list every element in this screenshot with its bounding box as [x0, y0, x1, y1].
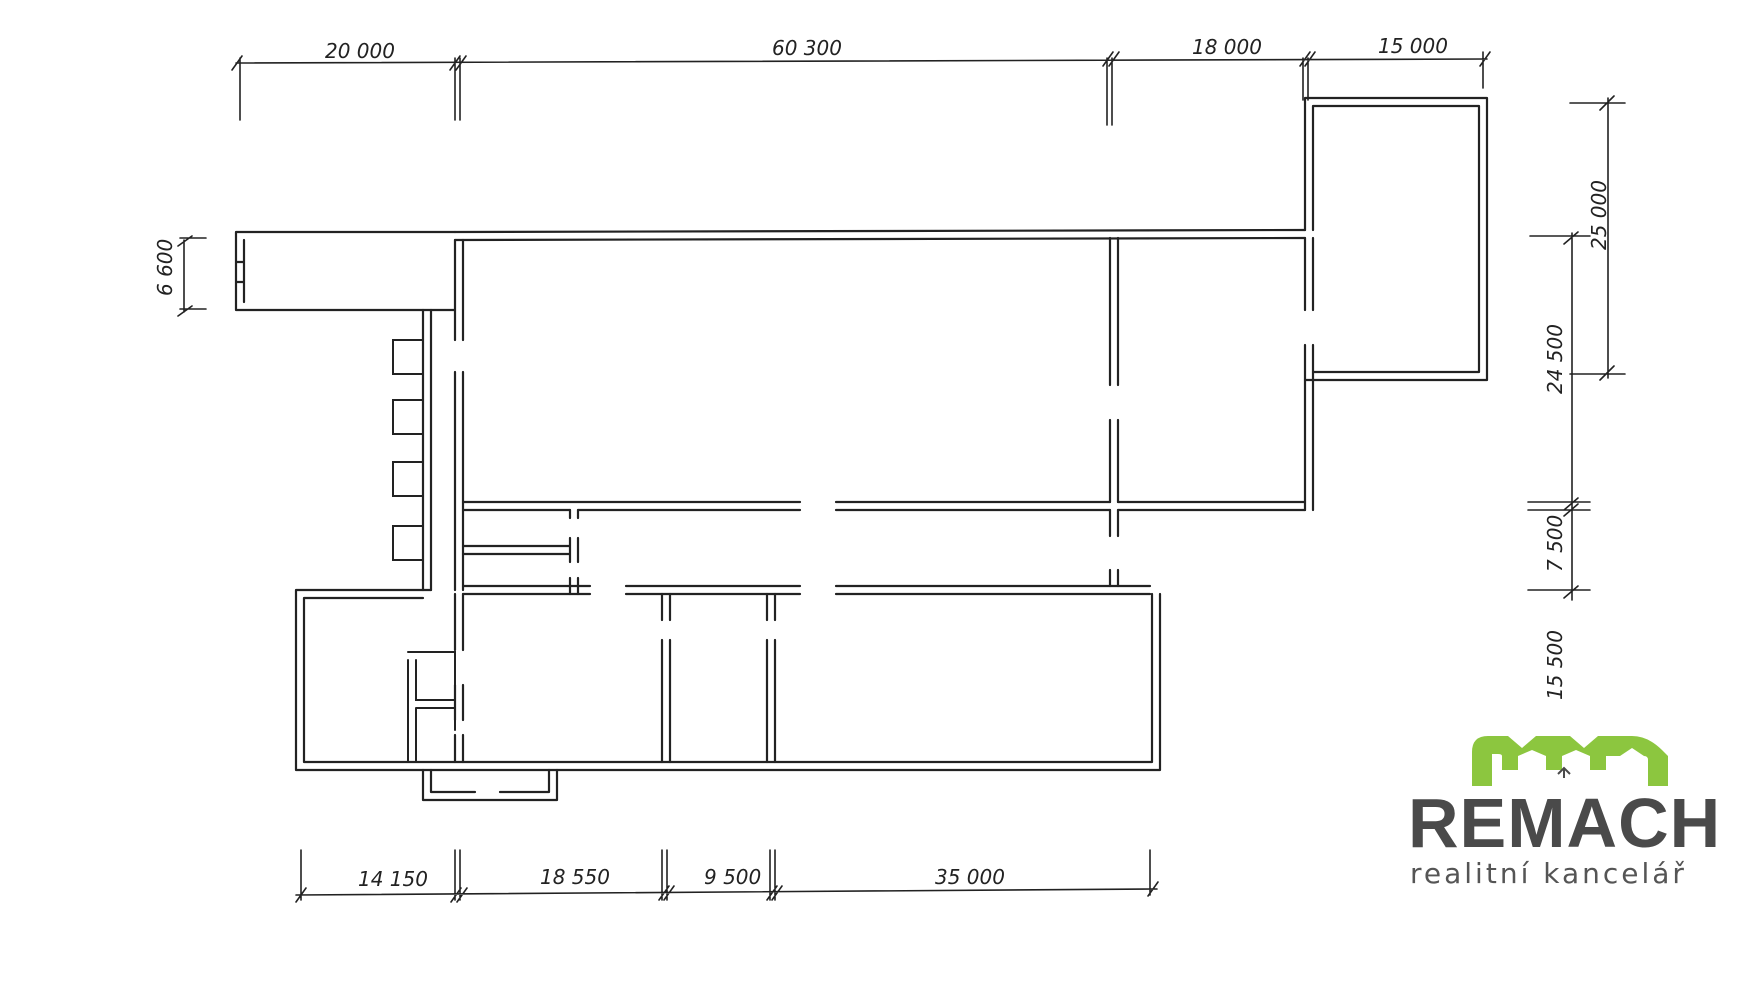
bottom-interior-walls: [453, 592, 777, 764]
dim-top-4: 15 000: [1378, 34, 1448, 58]
brand-name: REMACH: [1408, 784, 1722, 862]
dim-bottom-3: 9 500: [704, 865, 761, 889]
dim-left-1: 6 600: [153, 239, 177, 296]
main-top-wall: [453, 228, 1307, 242]
right-inner-dimension-line: [1527, 231, 1591, 601]
building-walls: [234, 96, 1489, 802]
entrance-wall: [421, 768, 559, 802]
right-outer-dimension-line: [1569, 95, 1626, 381]
left-dimension-line: [177, 235, 207, 317]
partition-upper: [461, 500, 1307, 512]
corridor-boxes: [392, 339, 424, 561]
left-wing-wall: [234, 230, 457, 312]
dim-bottom-4: 35 000: [935, 865, 1005, 889]
dim-bottom-1: 14 150: [358, 867, 428, 891]
bottom-small-rooms: [407, 651, 456, 763]
brand-tagline: realitní kancelář: [1410, 857, 1687, 890]
dimension-labels: 20 000 60 300 18 000 15 000 14 150 18 55…: [153, 34, 1611, 891]
vertical-partition-2: [1303, 236, 1315, 512]
corridor-left-wall: [421, 238, 465, 592]
partition-small-rooms: [461, 508, 580, 564]
dim-right-outer-1: 25 000: [1587, 180, 1611, 250]
dimension-lines: [177, 51, 1626, 903]
dim-top-2: 60 300: [772, 36, 842, 60]
remach-logo-icon: [1472, 736, 1668, 786]
logo-door-icon: [1557, 766, 1571, 778]
dim-right-inner-2: 7 500: [1543, 515, 1567, 572]
partition-lower-ticks: [568, 576, 777, 622]
vertical-partition-1: [1108, 236, 1120, 588]
dim-bottom-2: 18 550: [540, 865, 610, 889]
bottom-dimension-line: [295, 849, 1159, 903]
partition-lower: [461, 584, 1152, 596]
right-extension-wall: [1303, 96, 1489, 382]
dim-top-3: 18 000: [1192, 35, 1262, 59]
dim-right-inner-1: 24 500: [1543, 324, 1567, 394]
top-dimension-line: [231, 51, 1491, 126]
bottom-block-wall: [294, 588, 1162, 772]
dim-top-1: 20 000: [325, 39, 395, 63]
dim-right-inner-3: 15 500: [1543, 630, 1567, 700]
logo-rooftops-icon: [1472, 736, 1668, 786]
